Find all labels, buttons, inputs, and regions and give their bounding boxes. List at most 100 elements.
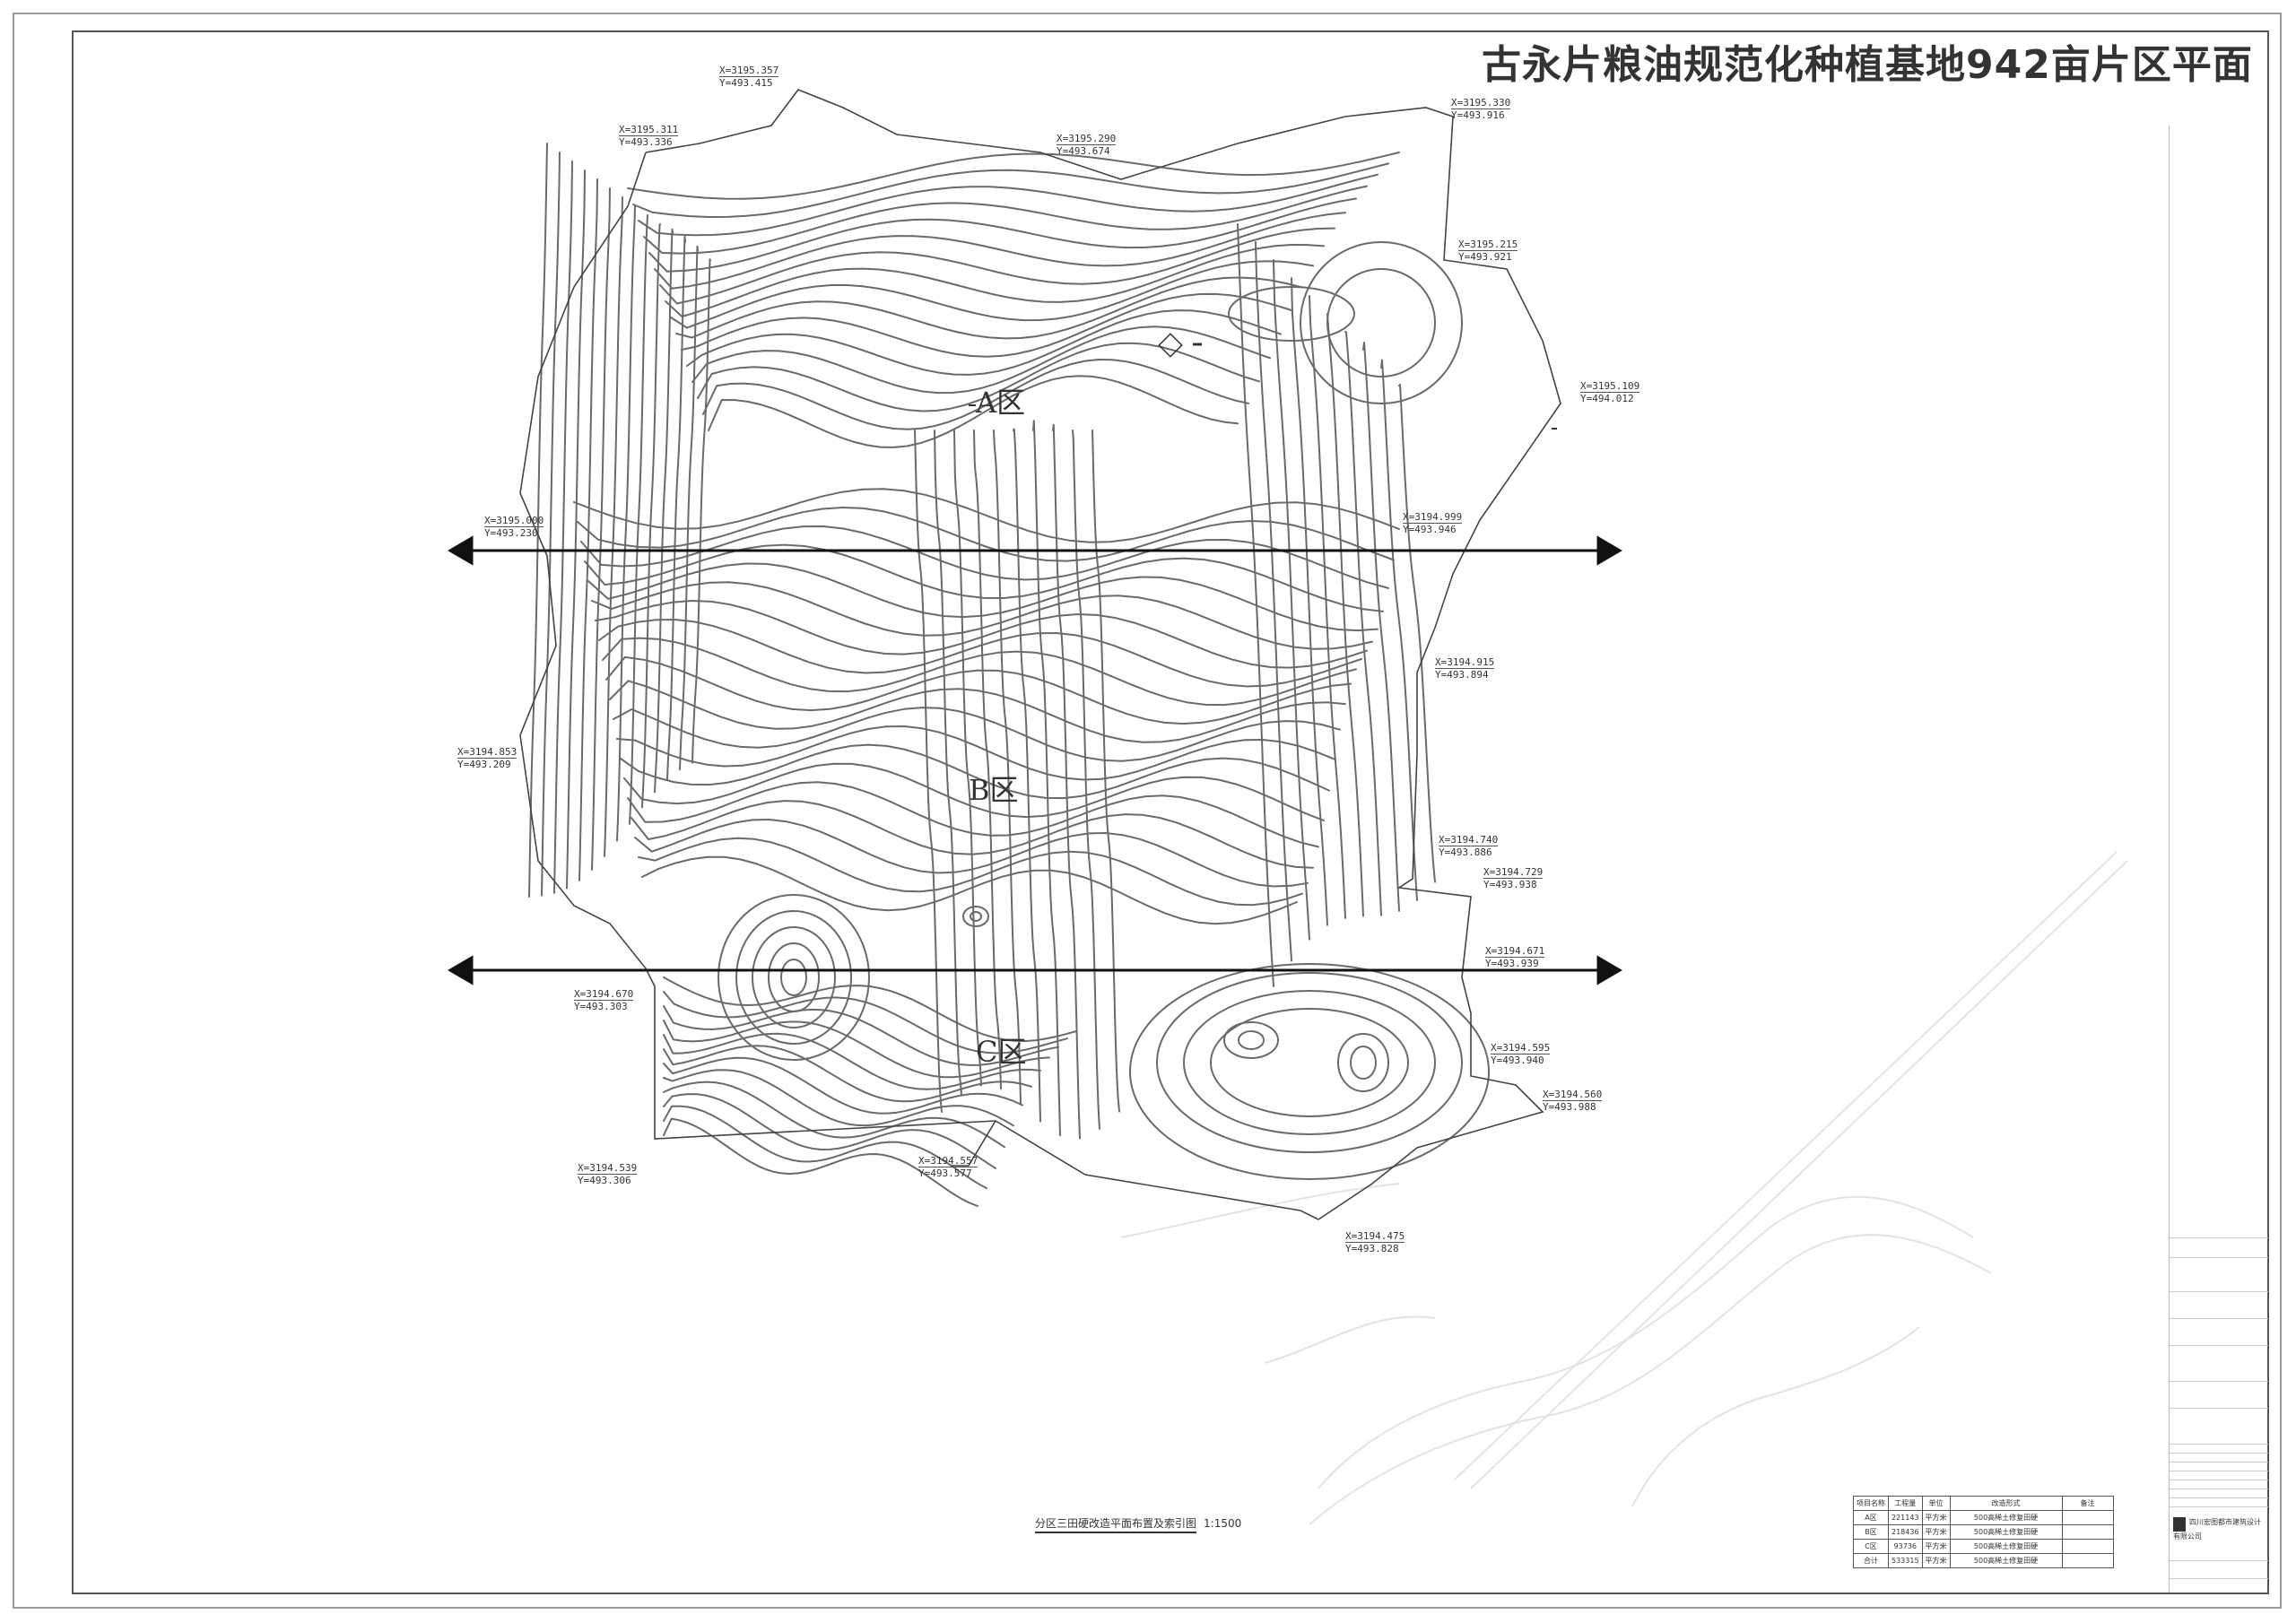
coordinate-x: X=3195.330 [1451,97,1511,109]
contour-line [616,725,1335,781]
summary-cell: 500高稀土修复田硬 [1949,1510,2063,1525]
contour-line [663,1117,978,1207]
contour-line [643,185,1368,255]
summary-header: 工程量 [1888,1496,1923,1511]
contour-line [641,223,661,809]
contour-line [663,1020,1050,1079]
coordinate-x: X=3195.000 [484,515,544,527]
contour-line [553,161,573,894]
contour-line [663,1105,987,1190]
title-block-row [2170,1497,2268,1498]
contour-line [541,152,561,897]
coordinate-x: X=3194.475 [1345,1230,1405,1243]
summary-cell: 500高稀土修复田硬 [1949,1553,2063,1568]
title-block-row [2170,1257,2268,1258]
summary-cell [2061,1539,2114,1554]
summary-cell: 500高稀土修复田硬 [1949,1539,2063,1554]
title-block-row [2170,1560,2268,1561]
contour-line [528,143,548,898]
contour-line [663,1081,1005,1149]
contour-line [641,855,1298,925]
title-block-row [2170,1345,2268,1346]
coordinate-x: X=3195.215 [1458,239,1518,251]
summary-header: 项目名称 [1853,1496,1889,1511]
contour-line [663,1032,1041,1090]
summary-cell: 533315 [1888,1553,1923,1568]
coordinate-y: Y=493.921 [1458,251,1512,263]
title-block-row [2170,1453,2268,1454]
contour-line [623,762,1325,822]
contour-line [681,292,1292,358]
contour-line [1291,277,1328,926]
contour-line [638,837,1303,907]
coordinate-y: Y=493.946 [1403,524,1457,535]
coordinate-y: Y=493.306 [578,1175,631,1186]
title-block-row [2170,1237,2268,1238]
contour-line [602,637,1357,707]
caption-scale: 1:1500 [1204,1517,1242,1530]
title-block-row [2170,1318,2268,1319]
contour-line [1052,423,1081,1140]
coordinate-x: X=3194.853 [457,746,517,759]
contour-line [1255,241,1292,962]
summary-cell: 93736 [1888,1539,1923,1554]
coordinate-y: Y=493.828 [1345,1243,1399,1254]
contour-line [1362,342,1400,912]
contour-line [648,197,1357,273]
summary-header: 备注 [2061,1496,2114,1511]
contour-line [953,430,982,1087]
contour-line [973,430,1002,1090]
contour-line [627,152,1400,200]
coordinate-x: X=3194.539 [578,1162,638,1175]
coordinate-y: Y=493.939 [1485,958,1539,969]
caption-title: 分区三田硬改造平面布置及索引图 [1035,1517,1197,1533]
coordinate-x: X=3194.595 [1491,1042,1551,1055]
coordinate-x: X=3194.670 [574,988,634,1001]
outer-frame [13,13,2282,1609]
contour-line [616,205,636,842]
contour-line [609,680,1346,743]
contour-line [632,162,1389,218]
contour-line [663,1093,996,1169]
contour-line [663,1045,1032,1103]
coordinate-x: X=3194.729 [1483,866,1544,879]
title-block-row [2170,1444,2268,1445]
coordinate-y: Y=493.674 [1057,145,1110,157]
contour-line [1398,383,1436,883]
contour-line [634,819,1309,888]
contour-line [591,187,611,871]
summary-cell: 平方米 [1921,1539,1951,1554]
contour-line [686,309,1282,376]
summary-cell: B区 [1853,1524,1889,1540]
title-block: 四川宏图都市建筑设计有限公司 [2169,126,2268,1593]
contour-line [691,258,711,764]
contour-line [679,245,699,771]
coordinate-y: Y=493.916 [1451,109,1505,121]
title-block-row [2170,1506,2268,1507]
contour-line [1273,259,1310,941]
contour-line [697,342,1260,412]
title-block-row [2170,1578,2268,1579]
coordinate-y: Y=494.012 [1580,393,1634,404]
contour-line [914,430,943,1113]
summary-cell: 平方米 [1921,1553,1951,1568]
coordinate-y: Y=493.938 [1483,879,1537,890]
coordinate-y: Y=493.336 [619,136,673,148]
coordinate-y: Y=493.209 [457,759,511,770]
coordinate-y: Y=493.940 [1491,1055,1544,1066]
coordinate-x: X=3195.109 [1580,380,1640,393]
